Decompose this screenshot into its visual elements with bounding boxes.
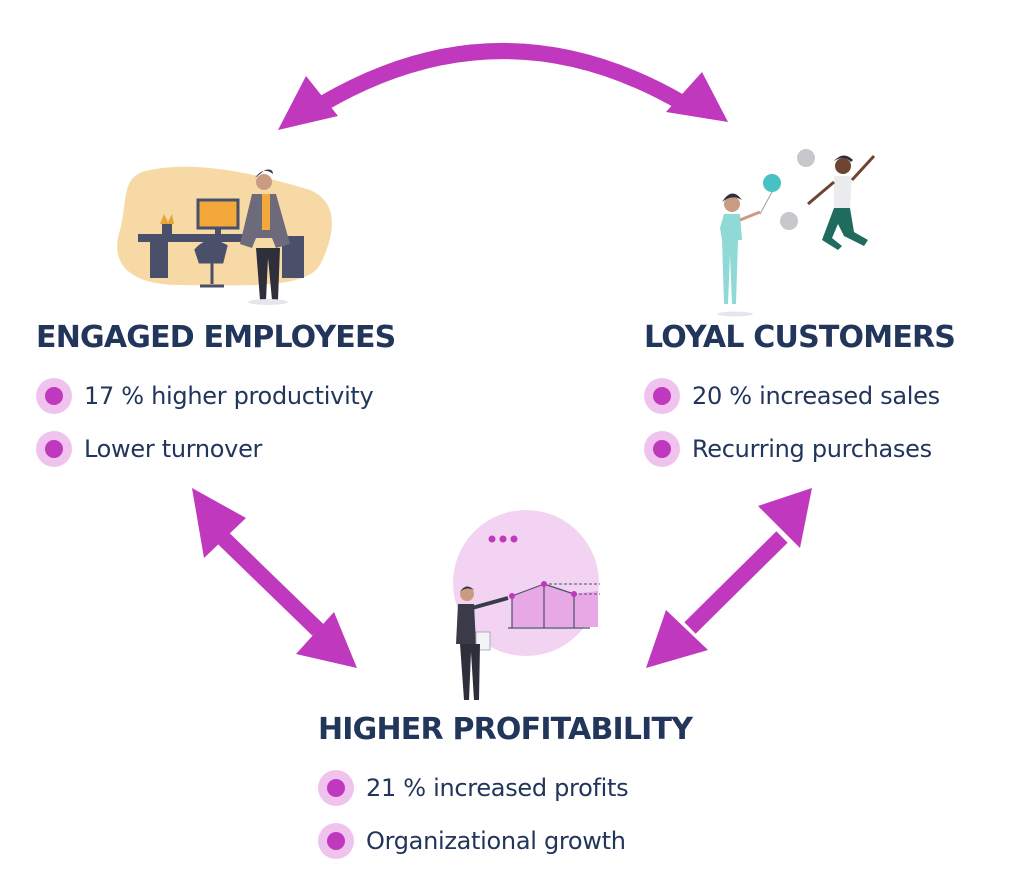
balloon-string [759,191,773,215]
monitor-stand [215,228,221,235]
dot-2 [499,535,507,543]
arrow-right-shaft [684,531,788,634]
jumper-arm-right [850,154,876,182]
list-item: Organizational growth [318,814,692,867]
bullet-dot-icon [644,377,680,414]
worker-shadow [248,299,288,305]
arrows [192,43,812,668]
balloon-gray-icon-2 [780,212,798,230]
office-worker-illustration [117,166,332,305]
list-item: 17 % higher productivity [36,369,395,422]
node-loyal-customers: LOYAL CUSTOMERS 20 % increased sales Rec… [644,320,956,475]
presenter-arm [471,596,509,610]
jumper-legs [822,208,868,250]
cabinet [282,236,304,278]
chart-point-2 [541,581,547,587]
chart-line-b [543,583,575,595]
bullet-dot-icon [36,377,72,414]
chart-point-1 [509,593,515,599]
dot-3 [510,535,518,543]
bullet-list: 21 % increased profits Organizational gr… [318,761,692,867]
node-higher-profitability: HIGHER PROFITABILITY 21 % increased prof… [318,712,693,867]
node-title: ENGAGED EMPLOYEES [36,320,396,355]
arrow-top-left-head [278,76,338,130]
dot-1 [488,535,496,543]
arrow-top-right-head [666,72,728,122]
bullet-list: 17 % higher productivity Lower turnover [36,369,395,475]
worker-hair [255,169,273,178]
bullet-dot-icon [36,430,72,467]
bullet-text: 20 % increased sales [692,381,940,410]
presenter-head [460,587,474,601]
jumper-head [835,158,851,174]
presenter-chart-illustration [453,510,600,700]
plant-icon [160,214,174,224]
arrow-right-down-head [646,610,708,668]
girl-hair [722,193,742,202]
list-item: Recurring purchases [644,422,955,475]
balloon-teal-icon [763,174,781,192]
arrow-right-up-head [758,488,812,548]
arrow-top-shaft [317,43,689,111]
bullet-text: Lower turnover [84,434,263,463]
jumper-body [834,176,852,210]
desk-top [138,234,250,242]
presenter-body [456,604,476,644]
jumper-hair [833,155,853,162]
presenter-hair [460,586,474,592]
girl-arm [739,210,761,222]
bullet-text: 21 % increased profits [366,773,629,802]
monitor [196,198,240,230]
bullet-text: Organizational growth [366,826,626,855]
bullet-dot-icon [644,430,680,467]
bullet-text: Recurring purchases [692,434,932,463]
arrow-left-up-head [192,488,246,558]
bullet-list: 20 % increased sales Recurring purchases [644,369,955,475]
worker-head [256,174,272,190]
worker-legs [256,248,280,300]
bullet-text: 17 % higher productivity [84,381,374,410]
celebrating-people-illustration [717,149,876,317]
chart-line-a [511,583,545,597]
girl-head [724,196,740,212]
balloon-gray-icon [797,149,815,167]
arrow-left-down-head [296,612,357,668]
node-title: HIGHER PROFITABILITY [318,712,693,747]
pot [162,224,172,234]
node-engaged-employees: ENGAGED EMPLOYEES 17 % higher productivi… [36,320,396,475]
presenter-legs [460,644,480,700]
list-item: Lower turnover [36,422,395,475]
girl-body [720,214,742,304]
chart-point-3 [571,591,577,597]
node-title: LOYAL CUSTOMERS [644,320,956,355]
list-item: 20 % increased sales [644,369,955,422]
worker-shirt [262,194,270,230]
bullet-dot-icon [318,769,354,806]
arrow-left-shaft [214,529,324,636]
girl-shadow [717,311,753,317]
list-item: 21 % increased profits [318,761,692,814]
jumper-arm-left [807,180,835,206]
bullet-dot-icon [318,822,354,859]
desk-leg [150,242,168,278]
chair-icon [194,240,228,288]
